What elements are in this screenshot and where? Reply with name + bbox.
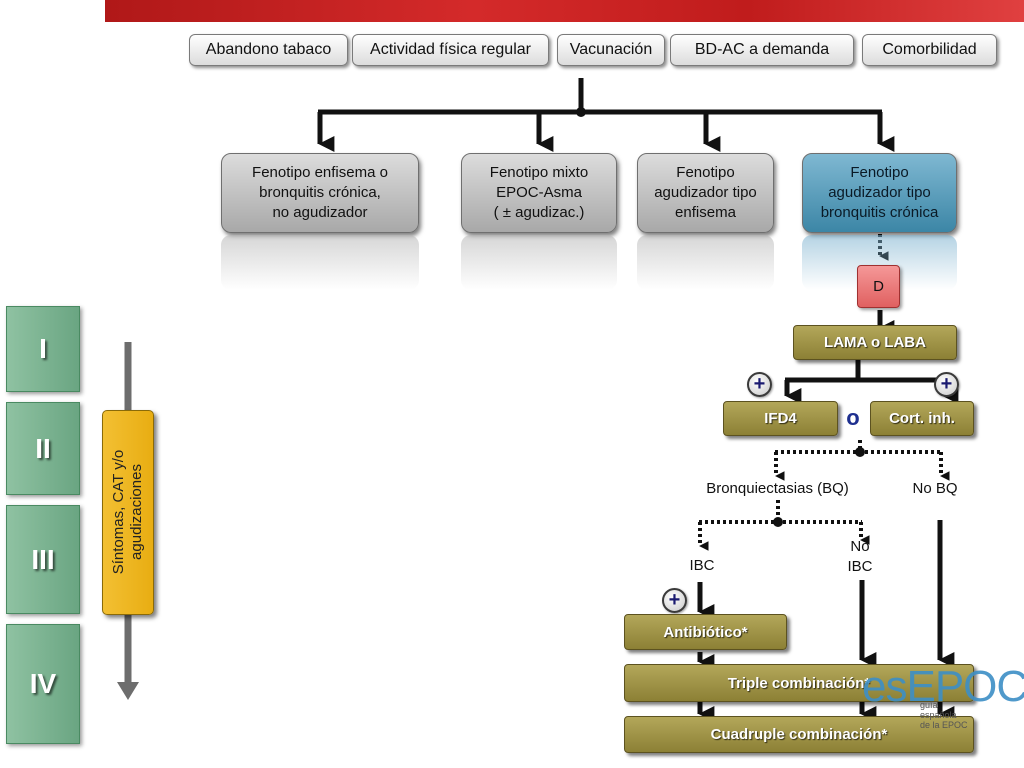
severity-level-iii: III [6, 505, 80, 614]
ifd4-box: IFD4 [723, 401, 838, 436]
phenotype-reflection [221, 235, 419, 290]
severity-axis-label: Síntomas, CAT y/o agudizaciones [110, 449, 145, 575]
actividad-fisica-button: Actividad física regular [352, 34, 549, 66]
esepoc-logo-subtitle: guía española de la EPOC [920, 700, 968, 730]
no-ibc-label: No IBC [847, 538, 873, 575]
bronquiectasias-label: Bronquiectasias (BQ) [706, 480, 849, 497]
phenotype-agudizador-bronquitis: Fenotipo agudizador tipo bronquitis crón… [802, 153, 957, 233]
bd-ac-button: BD-AC a demanda [670, 34, 854, 66]
phenotype-no-agudizador: Fenotipo enfisema o bronquitis crónica, … [221, 153, 419, 233]
phenotype-reflection [461, 235, 617, 290]
phenotype-reflection [637, 235, 774, 290]
triple-combinacion-box: Triple combinación* [624, 664, 974, 702]
plus-icon: + [747, 372, 772, 397]
plus-icon: + [662, 588, 687, 613]
no-bq-label: No BQ [912, 480, 958, 497]
severity-axis-box [102, 410, 154, 615]
antibiotico-box: Antibiótico* [624, 614, 787, 650]
severity-level-i: I [6, 306, 80, 392]
or-label: o [846, 405, 860, 430]
severity-level-iv: IV [6, 624, 80, 744]
phenotype-agudizador-enfisema: Fenotipo agudizador tipo enfisema [637, 153, 774, 233]
esepoc-logo: esEPOC [862, 662, 1024, 711]
top-banner [105, 0, 1024, 22]
comorbilidad-button: Comorbilidad [862, 34, 997, 66]
phenotype-mixto: Fenotipo mixto EPOC-Asma ( ± agudizac.) [461, 153, 617, 233]
cuadruple-combinacion-box: Cuadruple combinación* [624, 716, 974, 753]
lama-laba-box: LAMA o LABA [793, 325, 957, 360]
vacunacion-button: Vacunación [557, 34, 665, 66]
severity-d-box: D [857, 265, 900, 308]
cort-inh-box: Cort. inh. [870, 401, 974, 436]
ibc-label: IBC [689, 557, 715, 574]
abandono-tabaco-button: Abandono tabaco [189, 34, 348, 66]
severity-level-ii: II [6, 402, 80, 495]
plus-icon: + [934, 372, 959, 397]
